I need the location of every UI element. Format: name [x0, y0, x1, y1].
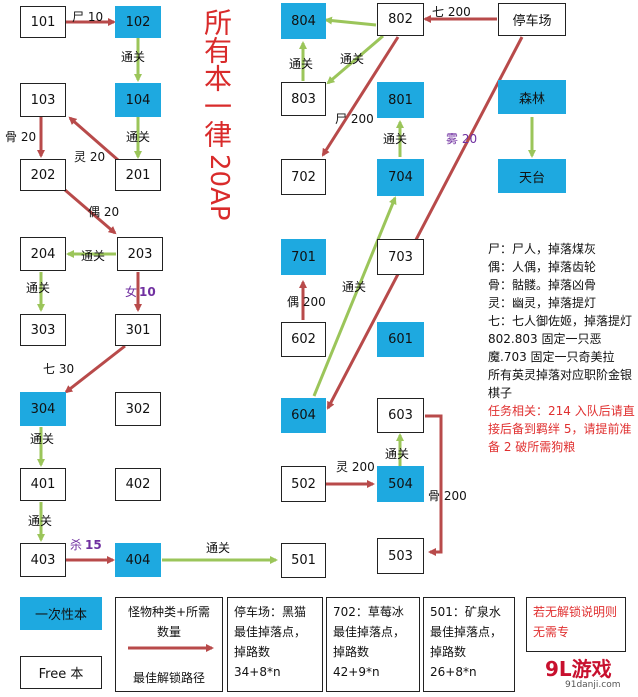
edge-label-401-403: 通关 — [28, 514, 53, 528]
edge-label-101-102: 尸 10 — [72, 10, 104, 24]
node-802[interactable]: 802 — [377, 3, 424, 36]
node-forest[interactable]: 森林 — [498, 80, 566, 114]
node-302[interactable]: 302 — [115, 392, 161, 426]
arrow-603-503 — [425, 414, 443, 556]
legend-line-7: 所有英灵掉落对应职阶金银棋子 — [488, 368, 633, 400]
node-101[interactable]: 101 — [20, 6, 66, 38]
page-title: 所有本一律 20AP — [200, 8, 234, 221]
edge-label-301-304: 七 30 — [43, 362, 75, 376]
edge-label-201-103: 灵 20 — [74, 150, 106, 164]
node-202[interactable]: 202 — [20, 159, 66, 191]
node-703[interactable]: 703 — [377, 239, 424, 275]
legend-monster-box: 怪物种类+所需数量 最佳解锁路径 — [115, 597, 223, 692]
legend-line-8: 任务相关：214 入队后请直接后备到羁绊 5，请提前准备 2 破所需狗粮 — [488, 404, 635, 454]
legend-line-5: 七：七人御佐姬，掉落提灯 — [488, 314, 633, 328]
legend-unlock-note: 若无解锁说明则无需专 — [526, 597, 626, 652]
arrow-802-803 — [326, 34, 384, 85]
node-501[interactable]: 501 — [281, 543, 326, 578]
edge-label-802-803: 通关 — [340, 52, 365, 66]
site-logo: 9L游戏 — [545, 657, 612, 681]
legend-line-6: 802.803 固定一只恶魔.703 固定一只奇美拉 — [488, 332, 615, 364]
node-404[interactable]: 404 — [115, 543, 161, 577]
node-301[interactable]: 301 — [115, 314, 161, 346]
edge-label-parking-604: 雾 20 — [446, 132, 478, 146]
node-504[interactable]: 504 — [377, 466, 424, 502]
legend-line-1: 尸：尸人，掉落煤灰 — [488, 242, 597, 256]
node-502[interactable]: 502 — [281, 466, 326, 502]
node-804[interactable]: 804 — [281, 3, 326, 39]
node-803[interactable]: 803 — [281, 82, 326, 116]
arrow-802-804 — [324, 16, 377, 27]
legend-parking-drop: 停车场：黑猫最佳掉落点，掉路数34+8*n — [227, 597, 323, 692]
arrow-802-702 — [321, 36, 400, 157]
edge-label-802-702: 尸 200 — [335, 112, 374, 126]
edge-label-103-202: 骨 20 — [5, 130, 37, 144]
title-ap: 20AP — [204, 154, 234, 221]
node-801[interactable]: 801 — [377, 82, 424, 118]
monster-legend: 尸：尸人，掉落煤灰 偶：人偶，掉落齿轮 骨：骷髅。掉落凶骨 灵：幽灵，掉落提灯 … — [488, 240, 638, 456]
legend-501-drop: 501：矿泉水最佳掉落点，掉路数26+8*n — [423, 597, 515, 692]
node-204[interactable]: 204 — [20, 237, 66, 271]
node-603[interactable]: 603 — [377, 398, 424, 433]
edge-label-104-201: 通关 — [126, 130, 151, 144]
node-304[interactable]: 304 — [20, 392, 66, 426]
edge-label-704-801: 通关 — [383, 132, 408, 146]
node-701[interactable]: 701 — [281, 239, 326, 275]
edge-label-204-303: 通关 — [26, 281, 51, 295]
legend-best-path-label: 最佳解锁路径 — [132, 671, 205, 685]
node-402[interactable]: 402 — [115, 468, 161, 501]
edge-label-403-404-num: 15 — [85, 538, 102, 552]
node-704[interactable]: 704 — [377, 159, 424, 196]
edge-label-803-804: 通关 — [289, 57, 314, 71]
title-text: 所有本一律 — [200, 8, 233, 148]
node-104[interactable]: 104 — [115, 83, 161, 117]
edge-label-202-203: 偶 20 — [88, 205, 120, 219]
node-103[interactable]: 103 — [20, 83, 66, 117]
edge-label-304-401: 通关 — [30, 432, 55, 446]
edge-label-602-701: 偶 200 — [287, 295, 326, 309]
legend-702-drop: 702：草莓冰最佳掉落点，掉路数42+9*n — [326, 597, 420, 692]
node-201[interactable]: 201 — [115, 159, 161, 191]
node-tiantai[interactable]: 天台 — [498, 159, 566, 193]
node-604[interactable]: 604 — [281, 398, 326, 433]
edge-label-203-301-num: 10 — [139, 285, 156, 299]
legend-free-instance: Free 本 — [20, 656, 102, 689]
arrow-301-304 — [64, 344, 126, 394]
edge-label-504-603: 通关 — [385, 447, 410, 461]
edge-label-parking-802: 七 200 — [432, 5, 471, 19]
legend-line-3: 骨：骷髅。掉落凶骨 — [488, 278, 597, 292]
node-702[interactable]: 702 — [281, 159, 326, 195]
legend-monster-label: 怪物种类+所需数量 — [127, 605, 211, 639]
edge-label-404-501: 通关 — [206, 541, 231, 555]
arrow-202-203 — [64, 188, 117, 235]
legend-line-2: 偶：人偶，掉落齿轮 — [488, 260, 597, 274]
edge-label-102-104: 通关 — [121, 50, 146, 64]
node-203[interactable]: 203 — [117, 237, 163, 271]
arrow-201-103 — [68, 116, 119, 162]
arrow-604-704 — [312, 196, 397, 397]
node-401[interactable]: 401 — [20, 468, 66, 501]
edge-label-604-704: 通关 — [342, 280, 367, 294]
edge-label-403-404-type: 杀 — [70, 538, 83, 552]
edge-label-603-503: 骨 200 — [428, 489, 467, 503]
node-601[interactable]: 601 — [377, 322, 424, 357]
site-url: 91danji.com — [565, 680, 621, 690]
node-102[interactable]: 102 — [115, 6, 161, 38]
arrow-parking-604 — [326, 36, 524, 410]
node-503[interactable]: 503 — [377, 538, 424, 574]
node-parking[interactable]: 停车场 — [498, 3, 566, 36]
edge-label-203-204: 通关 — [81, 249, 106, 263]
legend-line-4: 灵：幽灵，掉落提灯 — [488, 296, 597, 310]
node-602[interactable]: 602 — [281, 322, 326, 357]
edge-label-203-301-type: 女 — [125, 285, 138, 299]
node-303[interactable]: 303 — [20, 314, 66, 346]
edge-label-502-504: 灵 200 — [336, 460, 375, 474]
node-403[interactable]: 403 — [20, 543, 66, 577]
legend-once-instance: 一次性本 — [20, 597, 102, 630]
